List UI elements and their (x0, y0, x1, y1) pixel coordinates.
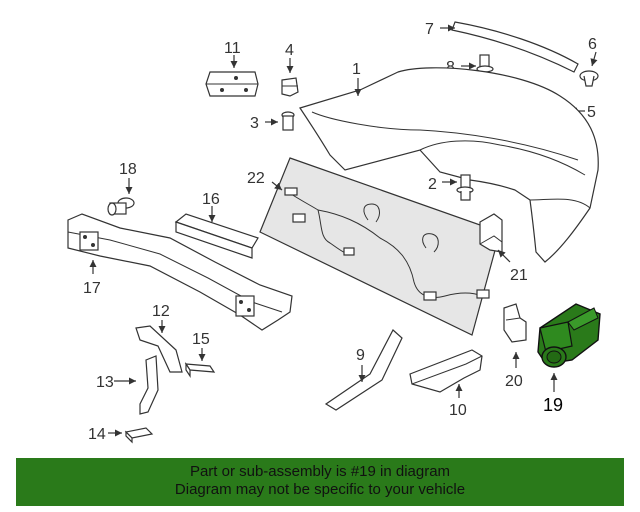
part-7-trim-strip[interactable] (451, 21, 579, 73)
banner-line-1: Part or sub-assembly is #19 in diagram (189, 463, 451, 480)
callout-17: 17 (83, 280, 101, 297)
part-6-clip[interactable] (579, 70, 599, 87)
callout-20: 20 (505, 373, 523, 390)
callout-2: 2 (428, 176, 437, 193)
callout-1: 1 (352, 61, 361, 78)
callout-22: 22 (247, 170, 265, 187)
callout-19: 19 (543, 395, 563, 415)
part-20-sensor-bracket[interactable] (503, 303, 527, 343)
part-13-bracket[interactable] (139, 355, 159, 415)
callout-21: 21 (510, 267, 528, 284)
part-17-reinforcement-beam[interactable] (67, 213, 293, 331)
callout-4: 4 (285, 42, 294, 59)
part-2-bolt[interactable] (456, 174, 474, 201)
info-banner: Part or sub-assembly is #19 in diagram D… (16, 458, 624, 506)
part-12-bracket[interactable] (135, 325, 183, 373)
callout-8: 8 (446, 59, 455, 76)
callout-7: 7 (425, 21, 434, 38)
callout-5: 5 (587, 104, 596, 121)
part-16-absorber-pad[interactable] (174, 213, 259, 259)
callout-11: 11 (224, 40, 241, 57)
part-10-absorber[interactable] (409, 349, 483, 393)
callout-14: 14 (88, 426, 106, 443)
callout-10: 10 (449, 402, 467, 419)
part-21-bracket[interactable] (479, 213, 503, 253)
callout-12: 12 (152, 303, 170, 320)
part-4-clip[interactable] (281, 77, 299, 97)
callout-16: 16 (202, 191, 220, 208)
callout-15: 15 (192, 331, 210, 348)
callout-6: 6 (588, 36, 597, 53)
callout-18: 18 (119, 161, 137, 178)
part-22-wire-harness[interactable] (259, 157, 501, 336)
part-14-clip[interactable] (124, 427, 154, 444)
callout-13: 13 (96, 374, 114, 391)
part-11-bracket[interactable] (205, 71, 259, 97)
part-1-bumper-cover[interactable] (299, 67, 599, 263)
part-9-molding[interactable] (324, 329, 403, 411)
part-19-parking-sensor[interactable] (537, 303, 601, 368)
callout-3: 3 (250, 115, 259, 132)
part-15-pad[interactable] (184, 362, 216, 378)
callout-9: 9 (356, 347, 365, 364)
part-8-fastener[interactable] (476, 54, 494, 73)
parts-diagram: 7 6 8 5 1 2 11 (67, 21, 601, 444)
part-3-bolt[interactable] (281, 111, 295, 131)
part-18-bolt[interactable] (107, 197, 135, 216)
banner-line-2: Diagram may not be specific to your vehi… (174, 481, 466, 498)
